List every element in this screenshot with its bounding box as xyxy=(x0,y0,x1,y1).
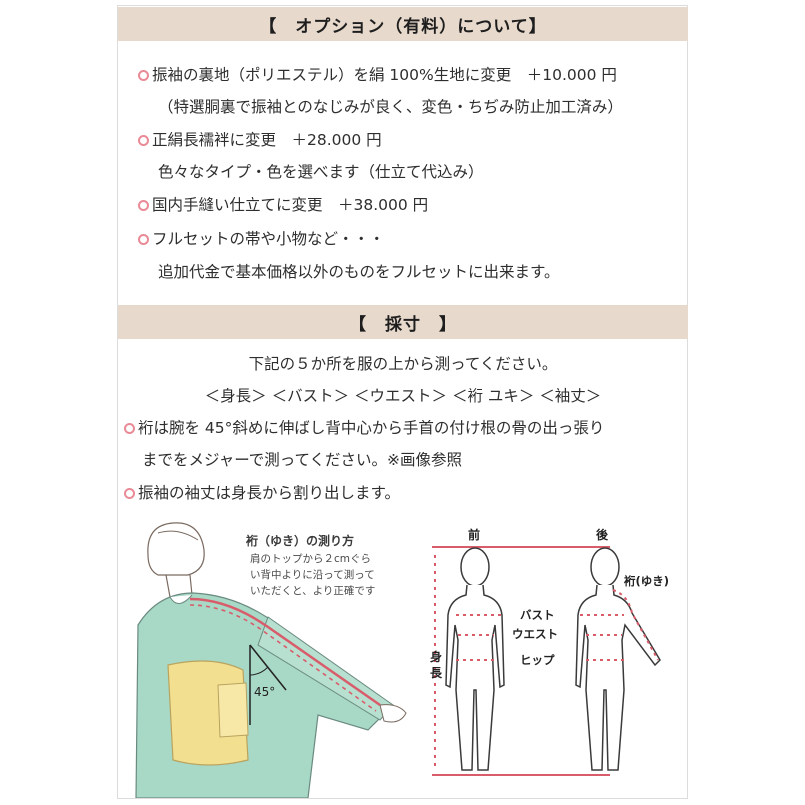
circle-bullet-icon xyxy=(138,135,149,146)
circle-bullet-icon xyxy=(138,70,149,81)
option-item: 正絹長襦袢に変更 ＋28.000 円 xyxy=(138,128,382,150)
body-measurement-illustration: 前 後 バスト ウエスト ヒップ 裄(ゆき) 身 長 xyxy=(430,527,669,776)
back-label: 後 xyxy=(596,527,609,542)
yuki-desc: い背中よりに沿って測って xyxy=(250,568,375,581)
circle-bullet-icon xyxy=(138,234,149,245)
measure-heading: 【 採寸 】 xyxy=(118,305,688,339)
yuki-desc: いただくと、より正確です xyxy=(250,584,375,597)
angle-label: 45° xyxy=(254,685,275,699)
yuki-title: 裄（ゆき）の測り方 xyxy=(245,533,354,548)
options-heading: 【 オプション（有料）について】 xyxy=(118,7,688,41)
bust-label: バスト xyxy=(520,608,555,622)
yuki-illustration: 45° 裄（ゆき）の測り方 肩のトップから２cmぐら い背中よりに沿って測って … xyxy=(135,522,407,798)
measure-note-cont: までをメジャーで測ってください。※画像参照 xyxy=(142,451,463,469)
yuki-desc: 肩のトップから２cmぐら xyxy=(250,552,371,565)
circle-bullet-icon xyxy=(124,423,135,434)
yuki-label: 裄(ゆき) xyxy=(623,574,669,588)
option-note: 色々なタイプ・色を選べます（仕立て代込み） xyxy=(158,163,484,181)
measure-intro: 下記の５か所を服の上から測ってください。 xyxy=(248,355,558,373)
height-label: 長 xyxy=(430,665,443,680)
option-note: 追加代金で基本価格以外のものをフルセットに出来ます。 xyxy=(158,263,560,281)
measure-note: 裄は腕を 45°斜めに伸ばし背中心から手首の付け根の骨の出っ張り xyxy=(124,416,604,438)
option-item: 振袖の裏地（ポリエステル）を絹 100%生地に変更 ＋10.000 円 xyxy=(138,63,617,85)
hip-label: ヒップ xyxy=(520,653,555,667)
circle-bullet-icon xyxy=(124,488,135,499)
waist-label: ウエスト xyxy=(512,627,558,641)
measure-points: ＜身長＞ ＜バスト＞ ＜ウエスト＞ ＜裄 ユキ＞ ＜袖丈＞ xyxy=(204,387,602,405)
front-label: 前 xyxy=(468,527,480,542)
option-item: 国内手縫い仕立てに変更 ＋38.000 円 xyxy=(138,193,428,215)
height-label: 身 xyxy=(430,649,442,664)
measure-note: 振袖の袖丈は身長から割り出します。 xyxy=(124,481,400,503)
option-note: （特選胴裏で振袖とのなじみが良く、変色・ちぢみ防止加工済み） xyxy=(158,98,623,116)
circle-bullet-icon xyxy=(138,200,149,211)
option-item: フルセットの帯や小物など・・・ xyxy=(138,227,385,249)
